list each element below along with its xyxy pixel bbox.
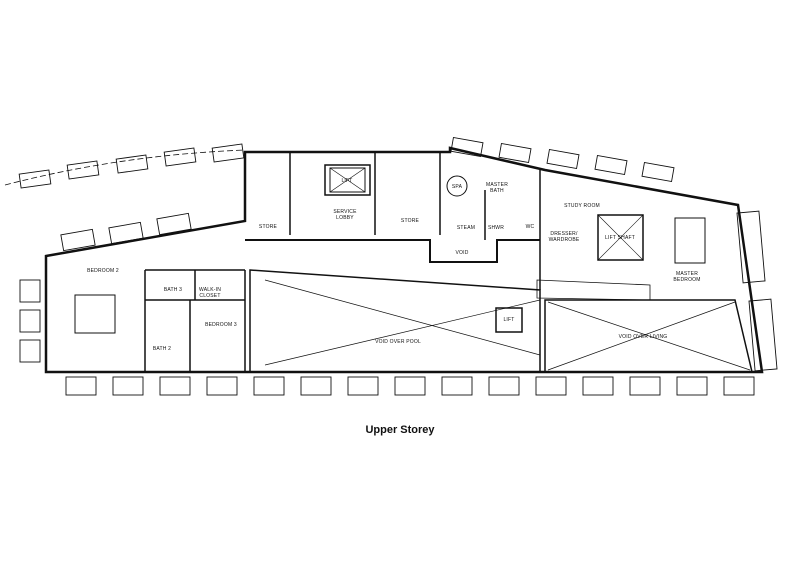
window-bay	[629, 376, 661, 396]
window-bay	[546, 148, 580, 170]
pool-lift-box	[495, 307, 523, 333]
label-store-left: STORE	[259, 224, 278, 230]
label-bath-3: BATH 3	[164, 287, 182, 293]
label-store-right: STORE	[401, 218, 420, 224]
window-bay	[723, 376, 755, 396]
window-bay	[19, 309, 41, 333]
window-bay	[594, 154, 628, 176]
label-master-bedroom-2: BEDROOM	[673, 277, 700, 283]
window-bay	[300, 376, 332, 396]
label-dresser-1: DRESSER/	[550, 231, 578, 237]
label-master-bath-1: MASTER	[486, 182, 508, 188]
window-bay	[163, 147, 197, 167]
spa-tub	[446, 175, 468, 197]
label-lift-shaft: LIFT SHAFT	[605, 235, 635, 241]
window-bay	[19, 279, 41, 303]
bedroom-wall	[144, 269, 246, 372]
label-steam: STEAM	[457, 225, 475, 231]
master-bed	[674, 217, 706, 264]
void-cross	[264, 279, 541, 366]
window-bay	[66, 160, 100, 180]
window-bay	[112, 376, 144, 396]
label-service-lobby-1: SERVICE	[333, 209, 357, 215]
label-master-bedroom-1: MASTER	[676, 271, 698, 277]
window-bay	[676, 376, 708, 396]
label-void: VOID	[455, 250, 468, 256]
window-bay	[18, 169, 52, 189]
core-lift-box	[329, 167, 366, 193]
window-bay	[488, 376, 520, 396]
label-wc: WC	[526, 224, 535, 230]
window-bay	[253, 376, 285, 396]
window-bay	[60, 228, 96, 252]
void-over-pool-outline	[249, 269, 541, 373]
window-bay	[206, 376, 238, 396]
label-core-lift: LIFT	[341, 178, 352, 184]
window-bay	[748, 298, 778, 372]
window-bay	[582, 376, 614, 396]
window-bay	[450, 136, 484, 158]
window-bay	[394, 376, 426, 396]
window-bay	[535, 376, 567, 396]
window-bay	[159, 376, 191, 396]
window-bay	[115, 154, 149, 174]
label-pool-lift: LIFT	[503, 317, 514, 323]
void-cross	[547, 301, 751, 371]
core-lift-cross	[329, 167, 366, 193]
label-walkin-2: CLOSET	[199, 293, 220, 299]
label-dresser-2: WARDROBE	[549, 237, 580, 243]
label-walkin-1: WALK-IN	[199, 287, 221, 293]
window-bay	[441, 376, 473, 396]
window-bay	[156, 212, 192, 236]
window-bay	[736, 210, 766, 284]
window-bay	[211, 143, 245, 163]
plan-caption: Upper Storey	[365, 424, 435, 436]
label-spa: SPA	[452, 184, 463, 190]
label-master-bath-2: BATH	[490, 188, 504, 194]
label-bedroom-2: BEDROOM 2	[87, 268, 119, 274]
label-study-room: STUDY ROOM	[564, 203, 600, 209]
label-void-over-living: VOID OVER LIVING	[619, 334, 668, 340]
label-bedroom-3: BEDROOM 3	[205, 322, 237, 328]
window-bay	[641, 161, 675, 183]
lift-shaft-cross	[597, 214, 644, 261]
label-shwr: SHWR	[488, 225, 504, 231]
core-wall	[245, 239, 540, 263]
bed-2	[74, 294, 116, 334]
label-void-over-pool: VOID OVER POOL	[375, 339, 421, 345]
window-bays	[18, 136, 778, 396]
window-bay	[347, 376, 379, 396]
label-service-lobby-2: LOBBY	[336, 215, 354, 221]
staircase	[536, 279, 651, 301]
void-over-living-outline	[544, 299, 753, 373]
label-bath-2: BATH 2	[153, 346, 171, 352]
lift-shaft-box	[597, 214, 644, 261]
window-bay	[19, 339, 41, 363]
top-left-curved-line	[4, 149, 246, 186]
core-wall	[289, 152, 541, 290]
window-bay	[65, 376, 97, 396]
window-bay	[498, 142, 532, 164]
